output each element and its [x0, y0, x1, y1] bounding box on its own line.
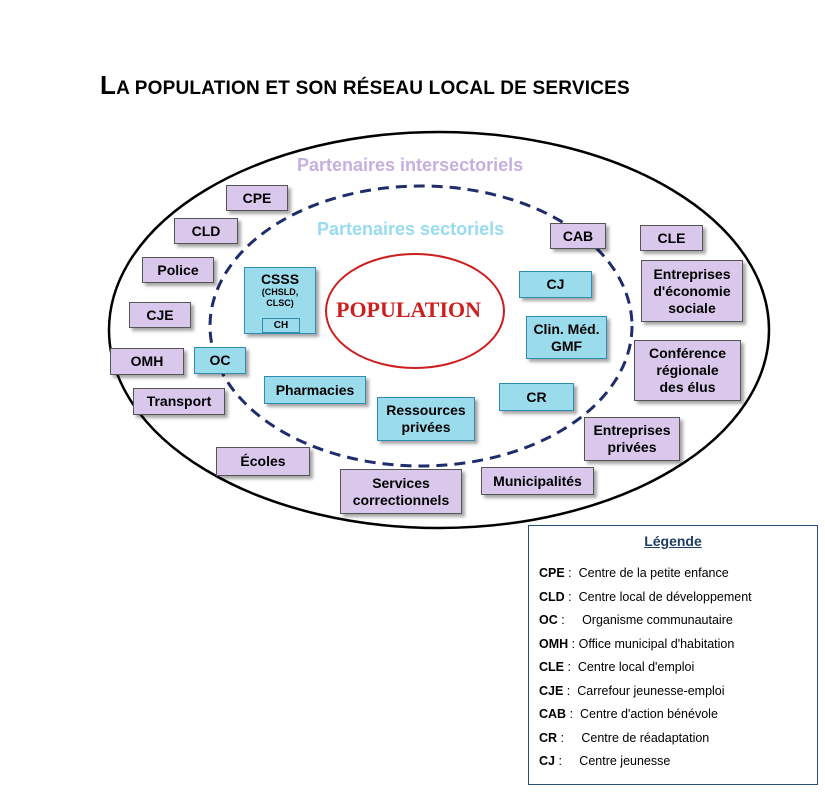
- box-clinique-medicale-gmf: Clin. Méd. GMF: [526, 316, 607, 359]
- legend: Légende CPE : Centre de la petite enfanc…: [528, 525, 818, 785]
- csss-label: CSSS: [260, 271, 300, 287]
- box-cab: CAB: [550, 223, 606, 249]
- box-entreprises-economie-sociale: Entreprises d'économie sociale: [641, 260, 743, 322]
- csss-sublabel: (CHSLD, CLSC): [261, 287, 299, 308]
- box-cpe: CPE: [226, 185, 288, 211]
- legend-row: CAB : Centre d'action bénévole: [539, 707, 718, 721]
- box-ecoles: Écoles: [216, 447, 310, 476]
- legend-row: CJ : Centre jeunesse: [539, 754, 670, 768]
- legend-title: Légende: [644, 533, 702, 549]
- legend-description: Centre local d'emploi: [577, 660, 695, 674]
- legend-description: Carrefour jeunesse-emploi: [577, 683, 725, 698]
- outer-ellipse: [107, 130, 771, 530]
- legend-abbr: CJ: [539, 754, 555, 768]
- legend-separator: :: [564, 660, 578, 674]
- legend-separator: :: [566, 707, 580, 721]
- population-label: POPULATION: [336, 297, 482, 322]
- legend-separator: :: [568, 636, 579, 651]
- legend-description: Centre de réadaptation: [581, 730, 710, 745]
- legend-row: CLD : Centre local de développement: [539, 590, 752, 604]
- legend-separator: :: [564, 589, 579, 604]
- box-csss: CSSS (CHSLD, CLSC) CH: [244, 267, 316, 334]
- box-transport: Transport: [133, 388, 225, 415]
- inner-dashed-ellipse: [208, 184, 634, 468]
- box-municipalites: Municipalités: [481, 467, 594, 495]
- legend-abbr: CAB: [539, 707, 567, 721]
- box-cj: CJ: [519, 271, 592, 298]
- legend-description: Office municipal d'habitation: [578, 636, 735, 651]
- legend-row: CR : Centre de réadaptation: [539, 731, 709, 745]
- legend-separator: :: [563, 683, 578, 698]
- legend-row: CLE : Centre local d'emploi: [539, 660, 694, 674]
- box-ch: CH: [262, 318, 300, 333]
- legend-abbr: CPE: [539, 566, 565, 580]
- title-first-letter: L: [100, 70, 117, 100]
- page-title: La population et son réseau local de ser…: [100, 70, 630, 101]
- box-ressources-privees: Ressources privées: [377, 397, 475, 441]
- legend-abbr: CLD: [539, 589, 565, 604]
- legend-row: CJE : Carrefour jeunesse-emploi: [539, 684, 725, 698]
- box-entreprises-privees: Entreprises privées: [584, 417, 680, 461]
- inner-ring-label: Partenaires sectoriels: [317, 219, 505, 239]
- legend-abbr: CJE: [539, 683, 564, 698]
- box-pharmacies: Pharmacies: [264, 376, 366, 404]
- legend-row: CPE : Centre de la petite enfance: [539, 566, 729, 580]
- legend-description: Centre de la petite enfance: [578, 566, 729, 580]
- box-cld: CLD: [174, 218, 238, 244]
- legend-separator: :: [557, 730, 582, 745]
- legend-abbr: CR: [539, 730, 558, 745]
- box-cle: CLE: [640, 225, 703, 251]
- outer-ring-label: Partenaires intersectoriels: [297, 155, 524, 175]
- legend-row: OMH : Office municipal d'habitation: [539, 637, 734, 651]
- legend-description: Centre local de développement: [578, 589, 752, 604]
- title-rest: a population et son réseau local de serv…: [116, 78, 630, 99]
- legend-separator: :: [564, 566, 579, 580]
- box-cje: CJE: [129, 302, 191, 328]
- legend-row: OC : Organisme communautaire: [539, 613, 733, 627]
- legend-abbr: OMH: [539, 636, 569, 651]
- legend-abbr: OC: [539, 613, 558, 627]
- box-omh: OMH: [110, 348, 184, 375]
- legend-description: Organisme communautaire: [582, 613, 733, 627]
- legend-description: Centre d'action bénévole: [580, 707, 718, 721]
- box-oc: OC: [194, 347, 246, 374]
- legend-separator: :: [554, 754, 580, 768]
- legend-separator: :: [557, 613, 583, 627]
- box-police: Police: [142, 257, 214, 283]
- legend-description: Centre jeunesse: [579, 754, 671, 768]
- box-cr: CR: [499, 383, 574, 411]
- box-services-correctionnels: Services correctionnels: [340, 469, 462, 514]
- legend-abbr: CLE: [539, 660, 564, 674]
- box-conference-regionale: Conférence régionale des élus: [634, 340, 741, 401]
- population-ellipse: [325, 253, 505, 369]
